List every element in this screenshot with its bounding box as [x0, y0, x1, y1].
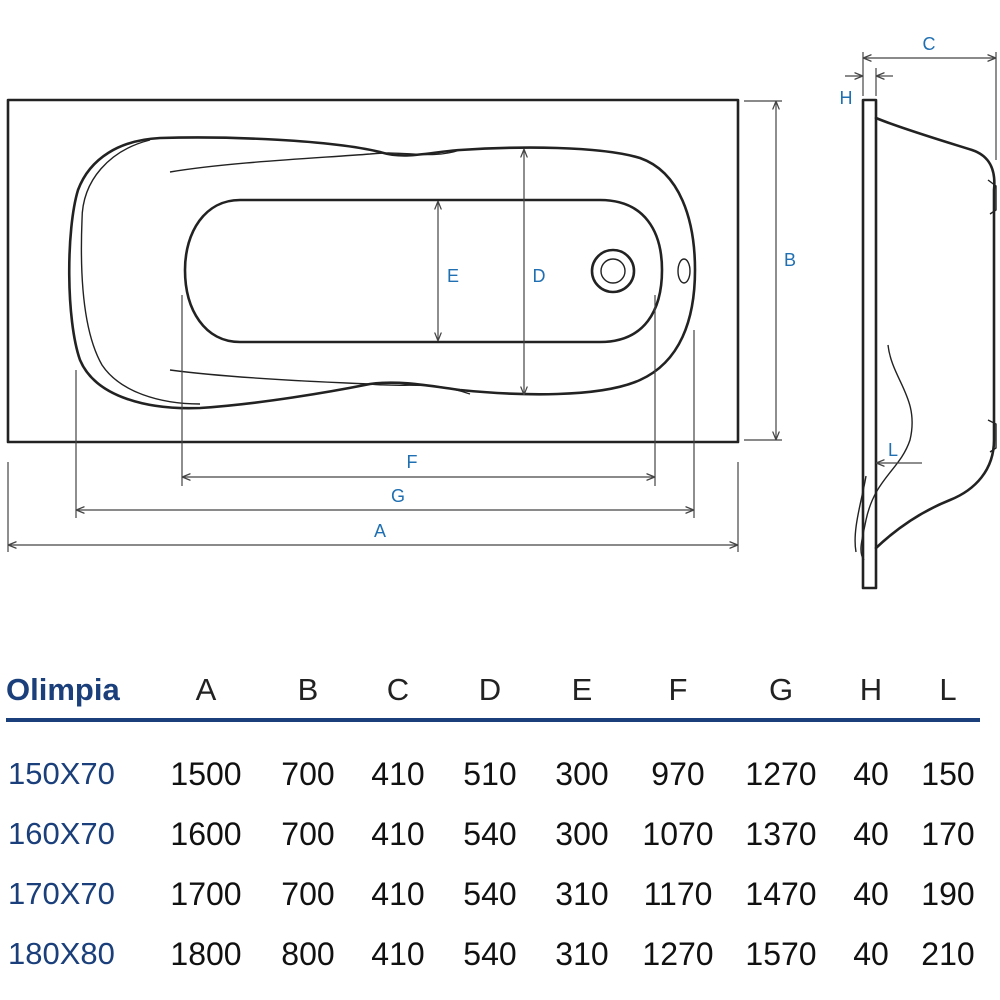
value-G: 1270 [745, 756, 817, 792]
value-E: 310 [555, 876, 609, 912]
column-header-L: L [939, 672, 957, 707]
table-row: 170X70 1700 700 410 540 310 1170 1470 40… [0, 876, 1000, 936]
value-F: 1070 [642, 816, 714, 852]
tub-top-view-outline [6, 98, 740, 444]
table-title: Olimpia [6, 672, 120, 707]
column-header-G: G [768, 672, 794, 707]
value-L: 190 [921, 876, 975, 912]
dimension-label-D: D [533, 266, 546, 286]
tub-basin-outer-rim [67, 136, 697, 410]
tub-side-view-body [874, 116, 996, 550]
value-H: 40 [853, 876, 889, 912]
value-C: 410 [371, 936, 425, 972]
column-header-B: B [297, 672, 319, 707]
value-L: 150 [921, 756, 975, 792]
value-H: 40 [853, 756, 889, 792]
value-E: 300 [555, 756, 609, 792]
value-B: 700 [281, 816, 335, 852]
model-name: 150X70 [8, 756, 115, 791]
value-D: 540 [463, 816, 517, 852]
dimension-label-B: B [784, 250, 796, 270]
dimension-label-E: E [447, 266, 459, 286]
value-B: 800 [281, 936, 335, 972]
drain-outer-ring [590, 248, 636, 294]
header-divider [6, 718, 980, 722]
value-B: 700 [281, 876, 335, 912]
column-header-H: H [859, 672, 883, 707]
dimension-label-F: F [407, 452, 418, 472]
tub-inner-floor [183, 198, 664, 344]
tub-side-view-foot [854, 475, 867, 553]
tub-side-view-apron [987, 179, 997, 453]
dimension-label-L: L [888, 440, 898, 460]
column-header-A: A [195, 672, 217, 707]
dimensions-table: Olimpia A B C D E F G H L 150X70 1500 70… [0, 660, 1000, 990]
column-header-D: D [478, 672, 502, 707]
value-H: 40 [853, 816, 889, 852]
value-F: 970 [651, 756, 705, 792]
value-E: 300 [555, 816, 609, 852]
value-A: 1500 [170, 756, 242, 792]
table-row: 150X70 1500 700 410 510 300 970 1270 40 … [0, 756, 1000, 816]
table-header-row: Olimpia A B C D E F G H L [0, 660, 1000, 722]
drain-inner-ring [600, 258, 626, 284]
dimension-label-H: H [840, 88, 853, 108]
dimension-label-G: G [391, 486, 405, 506]
tub-side-view-rim [861, 98, 878, 590]
value-E: 310 [555, 936, 609, 972]
value-F: 1270 [642, 936, 714, 972]
value-L: 170 [921, 816, 975, 852]
tub-bottom-contour [169, 369, 471, 395]
value-C: 410 [371, 756, 425, 792]
value-A: 1600 [170, 816, 242, 852]
column-header-F: F [668, 672, 688, 707]
column-header-C: C [386, 672, 410, 707]
model-name: 180X80 [8, 936, 115, 971]
value-G: 1570 [745, 936, 817, 972]
value-A: 1700 [170, 876, 242, 912]
value-H: 40 [853, 936, 889, 972]
value-D: 540 [463, 936, 517, 972]
model-name: 170X70 [8, 876, 115, 911]
value-D: 540 [463, 876, 517, 912]
value-A: 1800 [170, 936, 242, 972]
tub-top-contour [169, 149, 461, 173]
value-F: 1170 [643, 876, 713, 912]
value-C: 410 [371, 876, 425, 912]
bathtub-technical-drawing: E D B F G A C H L [6, 34, 997, 590]
dimension-label-C: C [923, 34, 936, 54]
value-G: 1370 [745, 816, 817, 852]
table-row: 160X70 1600 700 410 540 300 1070 1370 40… [0, 816, 1000, 876]
value-G: 1470 [745, 876, 817, 912]
value-D: 510 [463, 756, 517, 792]
model-name: 160X70 [8, 816, 115, 851]
value-C: 410 [371, 816, 425, 852]
value-L: 210 [921, 936, 975, 972]
tub-head-ledge [80, 139, 201, 405]
table-row: 180X80 1800 800 410 540 310 1270 1570 40… [0, 936, 1000, 996]
dimension-label-A: A [374, 521, 386, 541]
overflow-hole [677, 258, 691, 284]
tub-side-view-leg [860, 344, 913, 561]
value-B: 700 [281, 756, 335, 792]
column-header-E: E [571, 672, 593, 707]
